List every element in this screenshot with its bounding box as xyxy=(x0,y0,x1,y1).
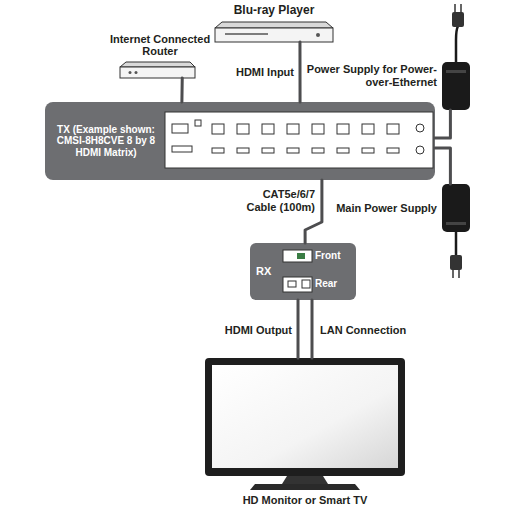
part-label: Front xyxy=(315,250,355,262)
cable-label: HDMI Input xyxy=(226,66,296,79)
hdmi-port xyxy=(362,148,374,153)
bluray-player: Blu-ray Player xyxy=(215,22,333,42)
cable xyxy=(311,300,314,358)
monitor: HD Monitor or Smart TV xyxy=(205,358,405,490)
bluray-player-drawing xyxy=(215,22,333,42)
router: Internet Connected Router xyxy=(120,62,195,78)
node-label: RX xyxy=(256,265,282,278)
cable xyxy=(180,78,183,102)
rj45-port xyxy=(262,124,274,134)
cable xyxy=(297,300,300,358)
rj45-port xyxy=(387,124,399,134)
rj45-port xyxy=(337,124,349,134)
cable-label: CAT5e/6/7 Cable (100m) xyxy=(232,188,317,213)
main-power-supply: Main Power Supply xyxy=(442,184,470,232)
node-label: Main Power Supply xyxy=(318,202,437,215)
poe-power-supply-drawing xyxy=(442,4,470,110)
monitor-drawing xyxy=(205,358,405,490)
cable-label: HDMI Output xyxy=(214,324,294,337)
node-label: HD Monitor or Smart TV xyxy=(195,494,415,507)
cable-label: LAN Connection xyxy=(318,324,428,337)
cable xyxy=(435,148,450,184)
tx-panel: TX (Example shown: CMSI-8H8CVE 8 by 8 HD… xyxy=(45,102,435,180)
rj45-port xyxy=(362,124,374,134)
cable xyxy=(435,110,450,138)
hdmi-port xyxy=(212,148,224,153)
node-label: Power Supply for Power-over-Ethernet xyxy=(298,63,437,88)
hdmi-port xyxy=(312,148,324,153)
cable xyxy=(298,42,301,102)
rj45-port xyxy=(312,124,324,134)
hdmi-port xyxy=(287,148,299,153)
hdmi-port xyxy=(262,148,274,153)
hdmi-port xyxy=(237,148,249,153)
hdmi-port xyxy=(337,148,349,153)
part-label: Rear xyxy=(315,278,355,290)
tx-panel-drawing xyxy=(45,102,435,180)
rj45-port xyxy=(287,124,299,134)
hdmi-port xyxy=(387,148,399,153)
rj45-port xyxy=(237,124,249,134)
rx-panel: RX FrontRear xyxy=(250,243,356,300)
node-label: Blu-ray Player xyxy=(205,4,343,18)
node-label: TX (Example shown: CMSI-8H8CVE 8 by 8 HD… xyxy=(50,124,162,159)
poe-power-supply: Power Supply for Power-over-Ethernet xyxy=(442,62,470,110)
router-drawing xyxy=(120,62,195,78)
main-power-supply-drawing xyxy=(442,184,470,278)
rj45-port xyxy=(212,124,224,134)
rx-panel-drawing xyxy=(250,243,356,300)
node-label: Internet Connected Router xyxy=(95,33,225,58)
